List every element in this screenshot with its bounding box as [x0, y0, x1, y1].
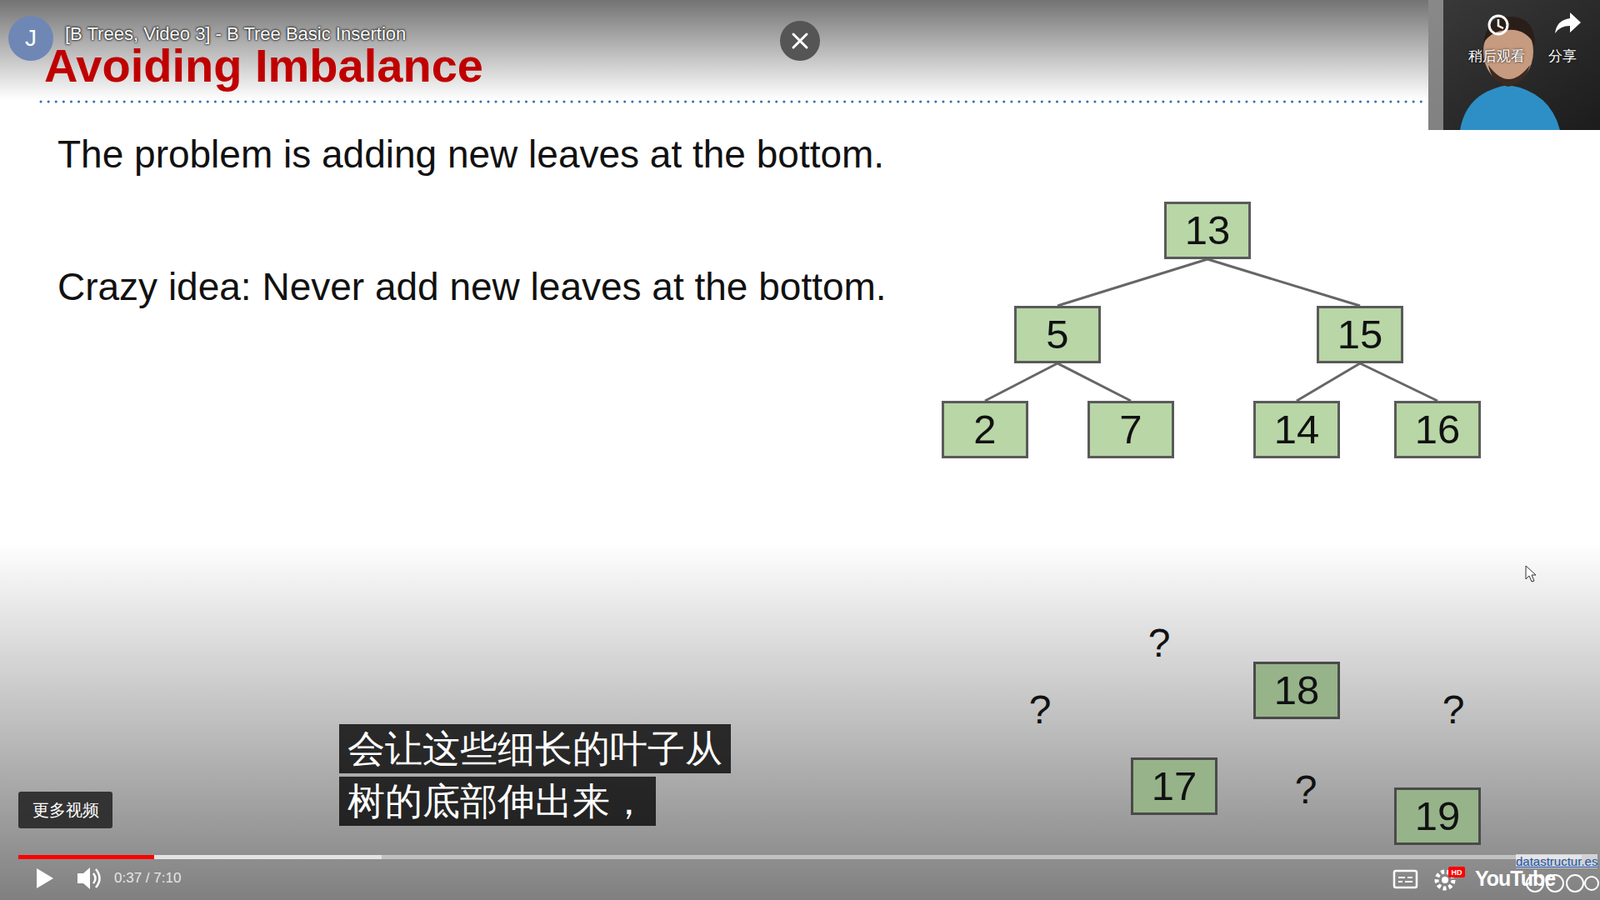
progress-played — [18, 855, 155, 860]
watch-later-label: 稍后观看 — [1468, 46, 1525, 66]
subtitle-box: 会让这些细长的叶子从 树的底部伸出来， — [339, 722, 740, 828]
tree-edge — [1057, 259, 1208, 306]
slide-title: Avoiding Imbalance — [44, 40, 484, 92]
question-mark: ? — [1029, 686, 1052, 733]
subtitles-icon — [1394, 870, 1417, 888]
play-icon — [36, 868, 54, 889]
node-key: 15 — [1337, 312, 1384, 358]
question-mark: ? — [1295, 766, 1318, 813]
edge-line — [985, 363, 1058, 401]
edge-line — [1207, 259, 1360, 306]
volume-waves — [93, 869, 100, 888]
tree-edge — [1360, 363, 1438, 401]
license-icon — [1566, 875, 1584, 892]
hd-text: HD — [1448, 866, 1465, 878]
node-key: 5 — [1045, 312, 1069, 358]
presenter-hair — [1483, 16, 1535, 45]
share-icon — [1555, 12, 1581, 34]
node-key: 17 — [1151, 764, 1198, 810]
volume-icon — [77, 867, 90, 890]
tree-node: 15 — [1316, 305, 1404, 364]
node-key: 7 — [1119, 407, 1142, 453]
tree-edge — [1057, 363, 1131, 401]
edge-line — [1057, 259, 1208, 306]
tree-node: 16 — [1394, 400, 1481, 459]
time-display: 0:37 / 7:10 — [114, 870, 181, 887]
node-key: 16 — [1415, 407, 1461, 453]
hd-badge — [1448, 866, 1465, 878]
close-button — [780, 20, 820, 61]
clock-hands — [1498, 19, 1504, 29]
tree-node: 13 — [1164, 201, 1251, 260]
top-shade — [0, 0, 1600, 100]
watermark-link: datastructur.es — [1515, 854, 1598, 869]
tree-edge — [985, 363, 1058, 401]
tree-node: 5 — [1014, 305, 1101, 364]
body-text: The problem is adding new leaves at the … — [57, 131, 885, 178]
node-key: 2 — [973, 407, 996, 453]
tree-node: 18 — [1253, 661, 1340, 720]
youtube-logo: YouTube — [1475, 866, 1555, 891]
node-key: 19 — [1415, 794, 1461, 840]
close-cross — [793, 34, 807, 48]
tree-node: 19 — [1394, 787, 1481, 845]
body-text: Crazy idea: Never add new leaves at the … — [57, 264, 887, 310]
mouse-cursor — [1525, 565, 1536, 582]
subtitles-lines — [1398, 877, 1413, 882]
edge-line — [1360, 363, 1438, 401]
tree-edge — [1207, 259, 1360, 306]
tree-node: 17 — [1130, 757, 1218, 815]
node-key: 13 — [1185, 208, 1231, 254]
tree-node: 14 — [1253, 400, 1340, 459]
video-title: [B Trees, Video 3] - B Tree Basic Insert… — [65, 23, 406, 45]
webcam-edge — [1428, 0, 1444, 130]
presenter-beard — [1488, 65, 1530, 87]
question-mark: ? — [1148, 620, 1171, 666]
node-key: 14 — [1274, 407, 1320, 453]
progress-buffered — [18, 855, 382, 860]
tree-node: 2 — [941, 400, 1029, 459]
more-videos-button: 更多视频 — [18, 791, 113, 829]
clock-icon — [1489, 15, 1508, 35]
avatar-letter: J — [8, 15, 54, 61]
tree-edge — [1296, 363, 1360, 401]
tree-node: 7 — [1087, 400, 1175, 459]
dotted-rule — [40, 100, 1424, 104]
subtitle: 会让这些细长的叶子从 树的底部伸出来， — [339, 724, 731, 826]
share-label: 分享 — [1548, 46, 1577, 66]
edge-line — [1296, 363, 1360, 401]
node-key: 18 — [1274, 668, 1320, 714]
webcam-frame — [1428, 0, 1600, 130]
settings-hub — [1441, 876, 1449, 884]
bottom-shade — [0, 541, 1600, 900]
presenter-shirt — [1460, 85, 1560, 130]
license-icon — [1585, 876, 1599, 890]
edge-line — [1057, 363, 1131, 401]
question-mark: ? — [1442, 686, 1465, 733]
progress-track — [18, 855, 1582, 860]
